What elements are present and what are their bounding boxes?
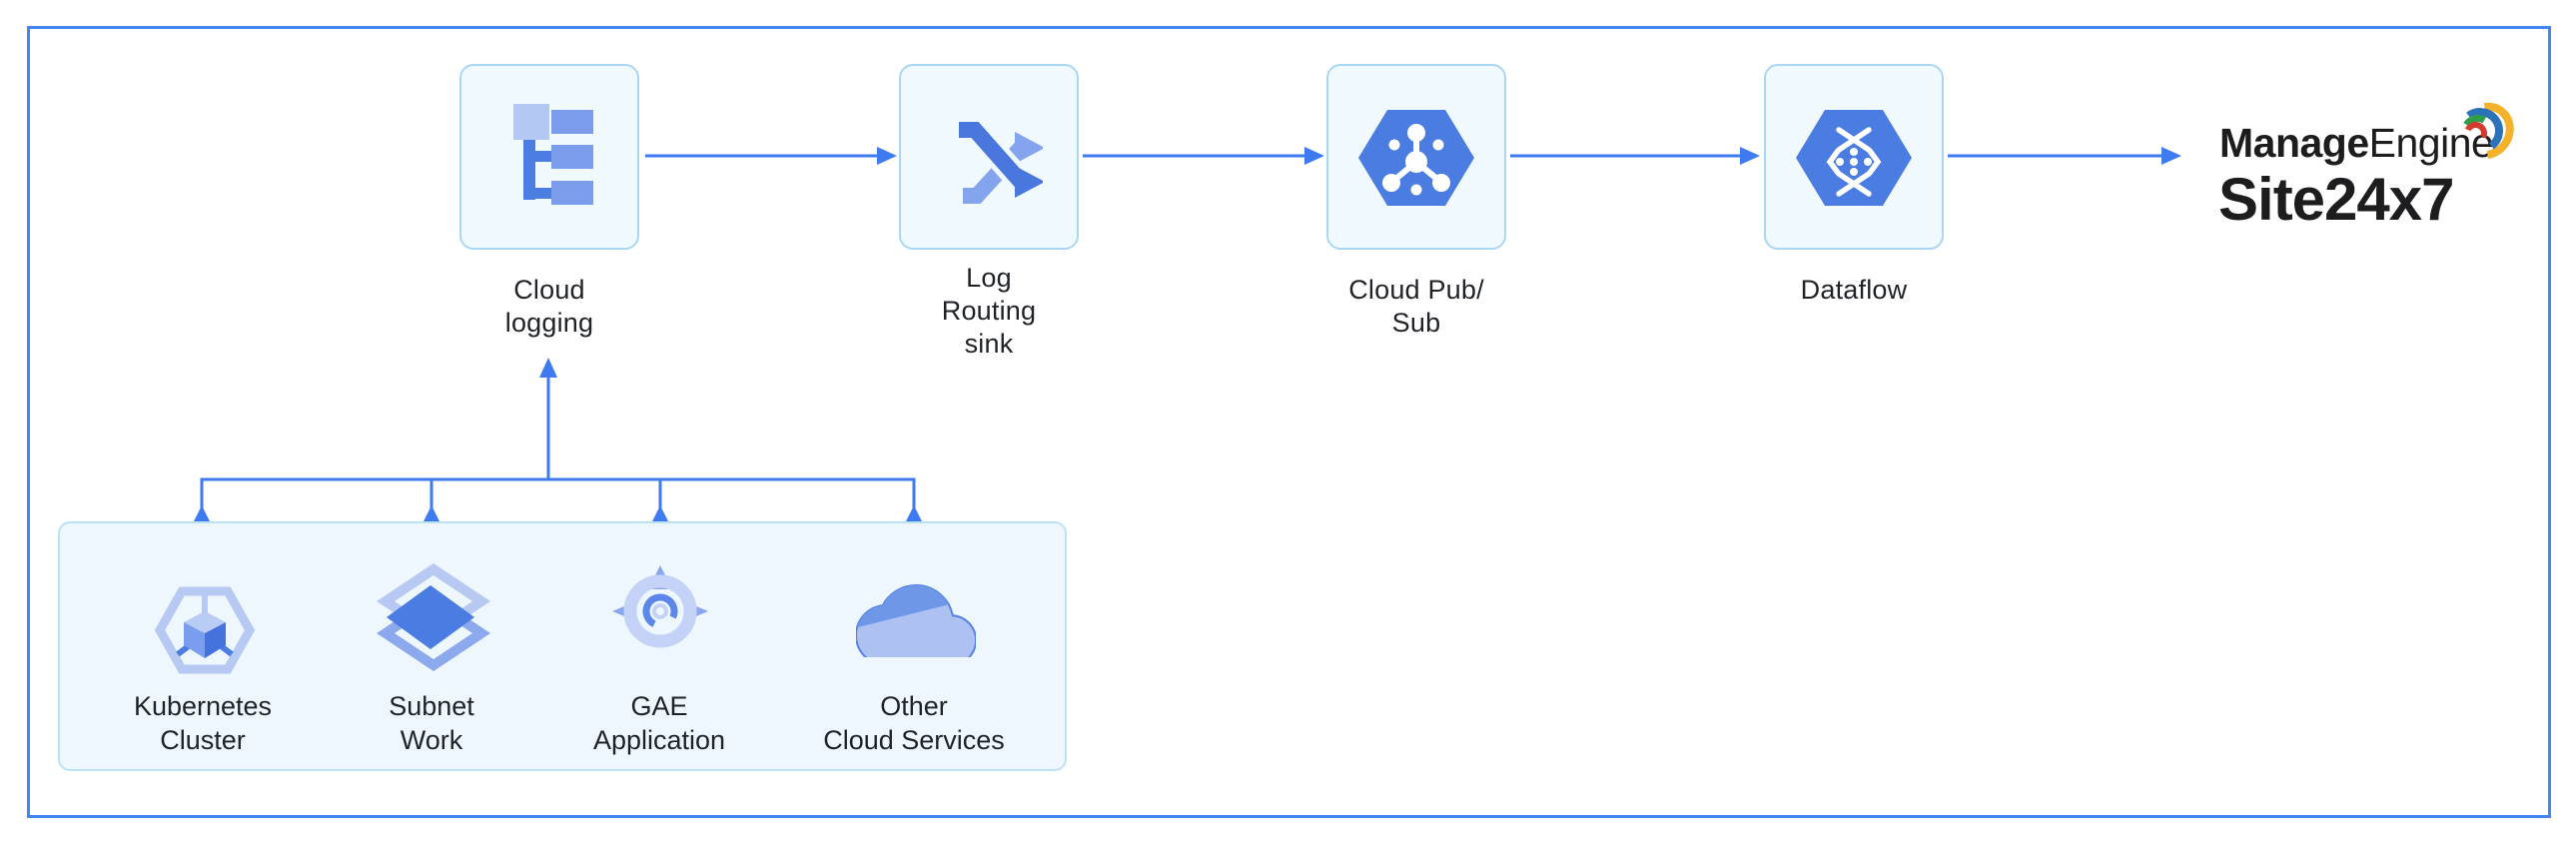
brand-bold-text: Manage xyxy=(2219,120,2369,166)
swoosh-icon xyxy=(2446,91,2526,171)
cloud-pubsub-icon xyxy=(1358,110,1474,206)
site24x7-logo-text: Site24x7 xyxy=(2218,166,2455,233)
dataflow-icon xyxy=(1796,110,1912,206)
diagram-frame xyxy=(27,26,2551,818)
log-routing-sink-icon xyxy=(959,117,1043,204)
source-label-subnet-work: Subnet Work xyxy=(389,691,474,755)
manageengine-logo: ManageEngine xyxy=(2219,120,2494,167)
node-label-dataflow: Dataflow xyxy=(1800,275,1908,305)
node-log-routing-sink xyxy=(899,64,1079,250)
other-cloud-services-icon xyxy=(856,584,976,657)
node-dataflow xyxy=(1764,64,1944,250)
node-label-cloud-pubsub: Cloud Pub/ Sub xyxy=(1348,275,1484,338)
subnet-work-icon xyxy=(376,563,491,671)
node-cloud-logging xyxy=(459,64,639,250)
source-label-kubernetes-cluster: Kubernetes Cluster xyxy=(133,691,273,755)
gae-application-icon xyxy=(612,565,708,648)
cloud-logging-icon xyxy=(513,104,593,205)
source-label-other-cloud-services: Other Cloud Services xyxy=(823,691,1005,755)
node-label-cloud-logging: Cloud logging xyxy=(504,275,594,338)
brand-regular-text: Engine xyxy=(2368,120,2494,166)
kubernetes-cluster-icon xyxy=(154,586,256,674)
source-label-gae-application: GAE Application xyxy=(592,691,726,755)
node-cloud-pubsub xyxy=(1326,64,1506,250)
node-label-log-routing-sink: Log Routing sink xyxy=(941,263,1037,359)
